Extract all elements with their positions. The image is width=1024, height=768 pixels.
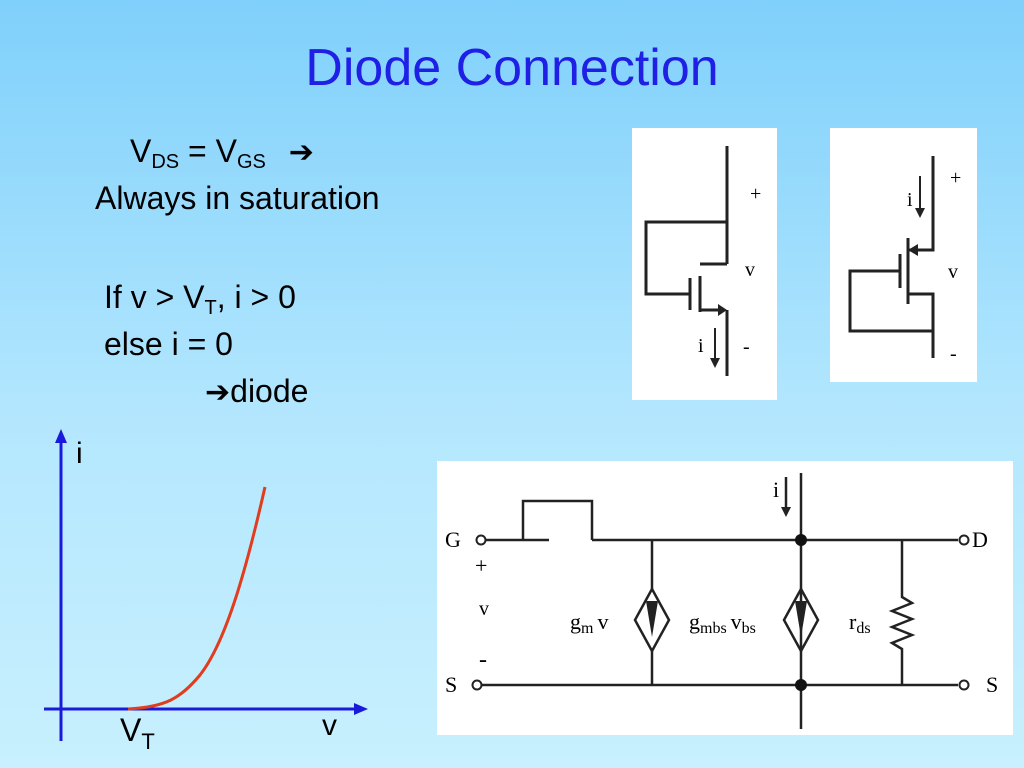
current-label: i: [698, 335, 704, 357]
plus-sign: +: [475, 553, 487, 578]
x-axis-arrow-icon: [354, 703, 368, 715]
minus-sign: -: [743, 336, 750, 358]
y-axis-arrow-icon: [55, 429, 67, 443]
right-arrow-icon: ➔: [288, 136, 314, 169]
vds-equals-vgs: VDS = VGS ➔: [130, 133, 314, 173]
plus-sign: +: [950, 167, 961, 189]
diode-conclusion: ➔diode: [205, 373, 309, 409]
condition-line-1: If v > VT, i > 0: [104, 279, 296, 319]
source-terminal-label-right: S: [986, 672, 998, 697]
threshold-label: VT: [120, 712, 155, 754]
voltage-label: v: [948, 261, 958, 283]
minus-sign: -: [950, 343, 957, 365]
pmos-diode-schematic: + v i -: [848, 156, 961, 365]
y-axis-label: i: [76, 437, 83, 470]
nmos-diode-schematic: + v i -: [644, 146, 761, 376]
iv-curve: [127, 486, 267, 711]
rds-label: rds: [849, 609, 871, 637]
gate-terminal-label: G: [445, 527, 461, 552]
always-saturation-text: Always in saturation: [95, 180, 380, 216]
gate-voltage-label: v: [479, 598, 489, 620]
slide-title: Diode Connection: [305, 39, 719, 97]
right-arrow-icon: ➔: [205, 376, 231, 409]
voltage-label: v: [745, 259, 755, 281]
current-label: i: [907, 189, 913, 211]
pmos-diode-circuit: + v i -: [830, 128, 977, 382]
x-axis-label: v: [322, 709, 337, 742]
drain-terminal-label: D: [972, 527, 988, 552]
current-label: i: [773, 477, 779, 502]
minus-sign: -: [479, 647, 487, 673]
condition-line-2: else i = 0: [104, 326, 233, 362]
iv-curve-graph: i v VT: [44, 429, 368, 754]
nmos-diode-circuit: + v i -: [632, 128, 777, 400]
source-terminal-label-left: S: [445, 672, 457, 697]
plus-sign: +: [750, 183, 761, 205]
